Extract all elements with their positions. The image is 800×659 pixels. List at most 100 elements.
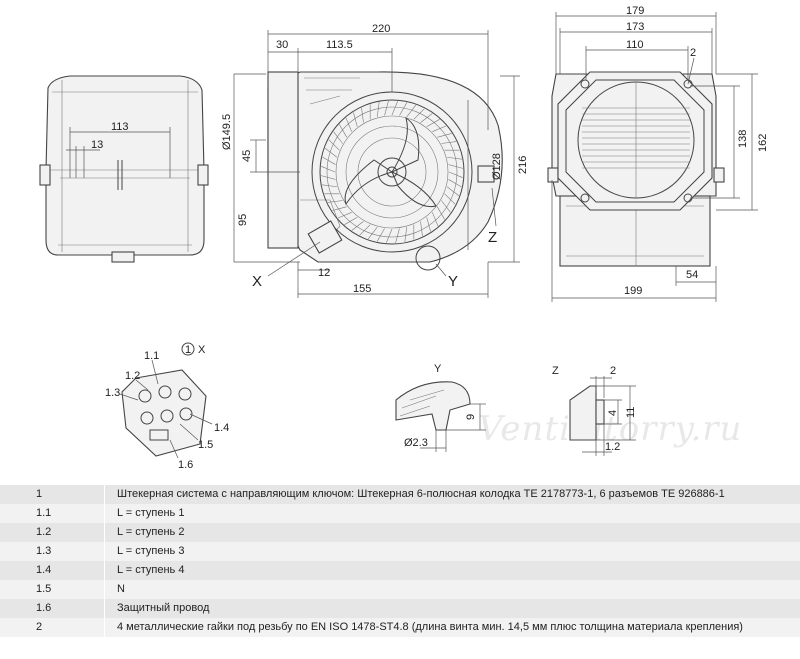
dim-13: 13 xyxy=(91,139,103,151)
impeller-blade xyxy=(344,216,358,225)
dim-mark-2: 2 xyxy=(690,47,696,59)
legend-key: 1.4 xyxy=(0,561,105,580)
dim-45: 45 xyxy=(241,150,253,162)
detail-y-dim-9: 9 xyxy=(465,414,477,420)
detail-y: Y 9 Ø2.3 xyxy=(395,363,486,452)
detail-x-title: X xyxy=(198,344,206,356)
legend-text: N xyxy=(104,580,800,599)
impeller-blade xyxy=(327,200,343,203)
fan-lines xyxy=(582,107,690,169)
detail-x-marker: 1 xyxy=(185,344,191,356)
impeller-blade xyxy=(426,217,431,232)
pin-label-1-3: 1.3 xyxy=(105,387,120,399)
legend-key: 1.6 xyxy=(0,599,105,618)
impeller-blade xyxy=(359,224,371,236)
impeller-blade xyxy=(376,102,380,117)
dim-d149-5: Ø149.5 xyxy=(221,114,233,150)
dim-138: 138 xyxy=(737,130,749,148)
dim-54: 54 xyxy=(686,269,698,281)
back-view: 179 173 110 2 138 162 54 199 xyxy=(547,5,769,302)
pin-label-1-1: 1.1 xyxy=(144,350,159,362)
legend-text: L = ступень 2 xyxy=(104,523,800,542)
impeller-blade xyxy=(404,227,408,242)
impeller-blade xyxy=(361,107,364,123)
impeller-blade xyxy=(351,221,364,231)
impeller-blade xyxy=(322,156,336,165)
detail-y-title: Y xyxy=(434,363,442,375)
detail-z-title: Z xyxy=(552,365,559,377)
legend-text: Штекерная система с направляющим ключом:… xyxy=(104,485,800,504)
dim-216: 216 xyxy=(517,156,529,174)
impeller-blade xyxy=(321,175,336,180)
dim-30: 30 xyxy=(276,39,288,51)
detail-z-dim-4: 4 xyxy=(607,410,619,416)
dim-12: 12 xyxy=(318,267,330,279)
detail-x: 1 X 1.1 1.2 1.3 1.4 1.5 1.6 xyxy=(105,342,229,471)
impeller-blade xyxy=(441,200,451,213)
legend-text: L = ступень 4 xyxy=(104,561,800,580)
impeller-blade xyxy=(384,101,389,116)
impeller-blade xyxy=(391,101,398,116)
dim-179: 179 xyxy=(626,5,644,17)
pin-label-1-5: 1.5 xyxy=(198,439,213,451)
impeller-blade xyxy=(376,228,385,242)
dim-199: 199 xyxy=(624,285,642,297)
impeller-blade xyxy=(333,131,343,144)
impeller-blade xyxy=(436,206,445,220)
impeller-blade xyxy=(322,184,337,188)
impeller-blade xyxy=(345,117,352,132)
impeller-blade xyxy=(420,113,433,123)
legend-key: 1.5 xyxy=(0,580,105,599)
legend-text: L = ступень 3 xyxy=(104,542,800,561)
dim-113: 113 xyxy=(111,121,129,133)
detail-z: Z 2 4 11 1.2 xyxy=(552,365,637,456)
impeller-blade xyxy=(399,102,408,116)
dim-110: 110 xyxy=(626,39,644,51)
impeller-blade xyxy=(448,164,463,169)
view-label-y: Y xyxy=(448,273,458,290)
impeller-blade xyxy=(447,156,462,160)
impeller-blade xyxy=(337,212,352,219)
watermark: Ventilatorry.ru xyxy=(478,409,742,449)
impeller-blade xyxy=(332,206,347,211)
legend-key: 1.3 xyxy=(0,542,105,561)
pin-label-1-6: 1.6 xyxy=(178,459,193,471)
dim-113-5: 113.5 xyxy=(326,39,353,51)
legend-text: L = ступень 1 xyxy=(104,504,800,523)
view-label-x: X xyxy=(252,273,262,290)
dim-d128: Ø128 xyxy=(491,153,503,180)
impeller-blade xyxy=(406,104,417,118)
legend-text: 4 металлические гайки под резьбу по EN I… xyxy=(104,618,800,637)
impeller-blade xyxy=(395,228,400,243)
impeller-blade xyxy=(328,139,340,151)
impeller-blade xyxy=(367,226,378,240)
impeller-blade xyxy=(446,186,460,197)
impeller-blade xyxy=(432,212,439,227)
impeller-blade xyxy=(386,228,393,243)
impeller-blade xyxy=(426,119,440,128)
detail-z-dim-2: 2 xyxy=(610,365,616,377)
impeller-blade xyxy=(321,166,336,173)
impeller-blade xyxy=(432,125,447,132)
impeller-blade xyxy=(444,193,456,205)
legend-key: 1.1 xyxy=(0,504,105,523)
impeller-blade xyxy=(437,133,452,138)
detail-z-dim-1-2: 1.2 xyxy=(605,441,620,453)
impeller-blade xyxy=(324,147,338,158)
impeller-blades xyxy=(321,101,463,243)
dim-220: 220 xyxy=(372,23,390,35)
front-view: 220 30 113.5 216 Ø149.5 45 95 Ø128 12 15… xyxy=(221,23,529,298)
impeller-blade xyxy=(420,221,423,237)
impeller-blade xyxy=(339,124,348,138)
pin-label-1-2: 1.2 xyxy=(125,370,140,382)
legend-text: Защитный провод xyxy=(104,599,800,618)
detail-z-dim-11: 11 xyxy=(625,407,637,418)
pin-label-1-4: 1.4 xyxy=(214,422,229,434)
